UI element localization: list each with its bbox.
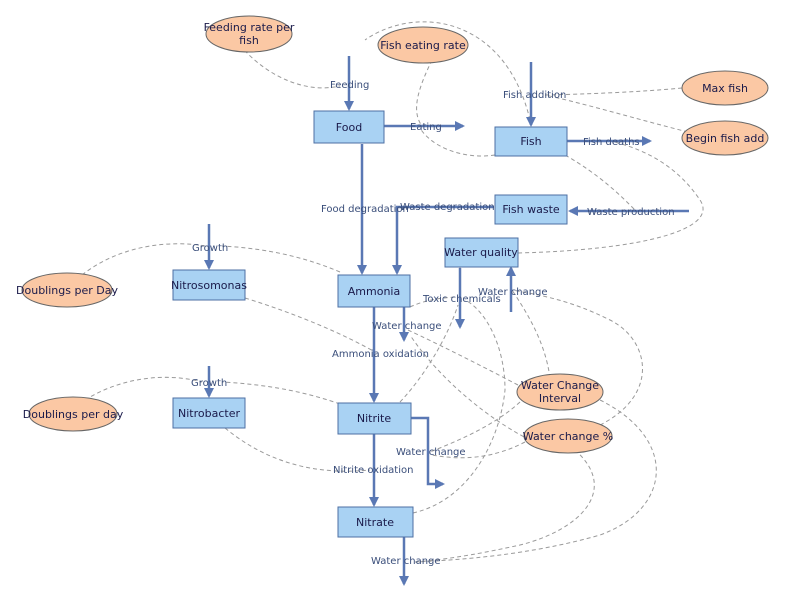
- flow-pipes: [204, 56, 689, 586]
- link-nitrate-to-toxic-chemicals: [412, 299, 506, 514]
- flow-label-waste-degradation: Waste degradation: [400, 202, 495, 213]
- variable-doublings-per-day-lower-label: Doublings per day: [23, 408, 124, 421]
- link-wcpct-to-water-change-ammonia: [409, 334, 531, 441]
- flow-label-ammonia-oxidation: Ammonia oxidation: [332, 349, 429, 360]
- flow-label-fish-deaths: Fish deaths: [583, 137, 640, 148]
- stock-nitrite-label: Nitrite: [357, 412, 391, 425]
- flow-label-fish-addition: Fish addition: [503, 90, 566, 101]
- flow-label-food-degradation: Food degradation: [321, 204, 409, 215]
- link-wci-to-water-change-nitrate: [414, 399, 657, 563]
- link-fish-to-waste-production: [564, 154, 636, 211]
- link-nitrobacter-to-nitrite-oxidation: [224, 427, 371, 472]
- link-ammonia-to-toxic-chemicals: [409, 296, 456, 308]
- variable-water-change-interval-line1: Water Change: [521, 379, 599, 392]
- stock-nitrobacter[interactable]: Nitrobacter: [172, 397, 246, 429]
- stock-food[interactable]: Food: [313, 110, 385, 144]
- variable-feeding-rate-line2: fish: [239, 34, 259, 47]
- stock-water-quality-label: Water quality: [444, 246, 518, 259]
- link-wcpct-to-water-change-nitrite: [431, 441, 526, 459]
- flow-label-toxic-chemicals: Toxic chemicals: [422, 294, 501, 305]
- link-wci-to-water-change-wq: [511, 289, 551, 379]
- link-doublings-lower-to-growth: [84, 376, 203, 401]
- stock-nitrobacter-label: Nitrobacter: [178, 407, 240, 420]
- stock-nitrosomonas-label: Nitrosomonas: [171, 279, 247, 292]
- stock-fish-waste-label: Fish waste: [502, 203, 560, 216]
- stock-nitrate[interactable]: Nitrate: [337, 506, 414, 538]
- variable-feeding-rate-line1: Feeding rate per: [204, 21, 295, 34]
- variable-doublings-per-day-lower[interactable]: Doublings per day: [23, 396, 124, 432]
- variable-water-change-interval-line2: Interval: [539, 392, 581, 405]
- link-max-fish-to-fish-addition: [544, 87, 683, 96]
- stock-fish[interactable]: Fish: [494, 126, 568, 157]
- flow-label-growth-upper: Growth: [192, 243, 228, 254]
- link-wci-to-water-change-nitrite: [429, 401, 521, 453]
- flow-pipe-water-change-nitrite: [411, 416, 445, 489]
- link-fish-eating-rate-to-eating: [416, 59, 433, 127]
- stock-nitrate-label: Nitrate: [356, 516, 394, 529]
- variable-water-change-interval[interactable]: Water Change Interval: [516, 373, 604, 411]
- stock-ammonia-label: Ammonia: [348, 285, 400, 298]
- variable-begin-fish-add-label: Begin fish add: [686, 132, 765, 145]
- variable-feeding-rate-per-fish[interactable]: Feeding rate per fish: [204, 15, 295, 53]
- flow-label-water-change-nitrite: Water change: [396, 447, 466, 458]
- flow-label-nitrite-oxidation: Nitrite oxidation: [333, 465, 413, 476]
- stock-ammonia[interactable]: Ammonia: [337, 274, 411, 308]
- variable-fish-eating-rate-label: Fish eating rate: [380, 39, 466, 52]
- link-nitrite-to-growth-lower: [221, 381, 341, 405]
- variable-doublings-per-day-upper[interactable]: Doublings per Day: [16, 272, 118, 308]
- variable-max-fish-label: Max fish: [702, 82, 748, 95]
- flow-pipe-waste-degradation: [392, 205, 494, 275]
- flow-label-water-change-nitrate: Water change: [371, 556, 441, 567]
- stock-nitrite[interactable]: Nitrite: [337, 402, 412, 435]
- flow-label-water-change-wq: Water change: [478, 287, 548, 298]
- link-feeding-rate-to-feeding: [239, 44, 341, 89]
- link-nitrosomonas-to-ammonia-oxidation: [244, 297, 376, 353]
- flow-label-growth-lower: Growth: [191, 378, 227, 389]
- link-wcpct-to-water-change-nitrate: [414, 449, 595, 563]
- stock-water-quality[interactable]: Water quality: [444, 237, 519, 268]
- stock-fish-label: Fish: [520, 135, 541, 148]
- link-doublings-upper-to-growth: [81, 243, 206, 276]
- link-wcpct-to-water-change-wq: [511, 289, 643, 426]
- link-fish-to-eating: [419, 127, 496, 157]
- variable-water-change-percent[interactable]: Water change %: [523, 418, 613, 454]
- link-fish-to-feeding: [364, 21, 531, 121]
- variable-doublings-per-day-upper-label: Doublings per Day: [16, 284, 118, 297]
- variable-fish-eating-rate[interactable]: Fish eating rate: [377, 26, 469, 64]
- variable-max-fish[interactable]: Max fish: [681, 70, 769, 106]
- flow-label-water-change-ammonia: Water change: [372, 321, 442, 332]
- flow-label-waste-production: Waste production: [587, 207, 675, 218]
- link-nitrite-to-toxic-chemicals: [399, 304, 459, 403]
- flow-labels: Feeding Eating Fish addition Fish deaths…: [191, 80, 675, 567]
- variable-begin-fish-add[interactable]: Begin fish add: [681, 120, 769, 156]
- link-wci-to-water-change-ammonia: [407, 329, 519, 386]
- stock-fish-waste[interactable]: Fish waste: [494, 194, 568, 225]
- flow-label-eating: Eating: [410, 122, 442, 133]
- stock-food-label: Food: [336, 121, 362, 134]
- link-water-quality-to-fish-deaths: [517, 140, 704, 254]
- variable-water-change-percent-label: Water change %: [523, 430, 613, 443]
- link-ammonia-to-growth-upper: [221, 245, 341, 273]
- link-begin-fish-add-to-fish-addition: [544, 94, 689, 133]
- flow-label-feeding: Feeding: [330, 80, 369, 91]
- stock-nitrosomonas[interactable]: Nitrosomonas: [171, 269, 247, 301]
- dependency-links: [81, 21, 704, 563]
